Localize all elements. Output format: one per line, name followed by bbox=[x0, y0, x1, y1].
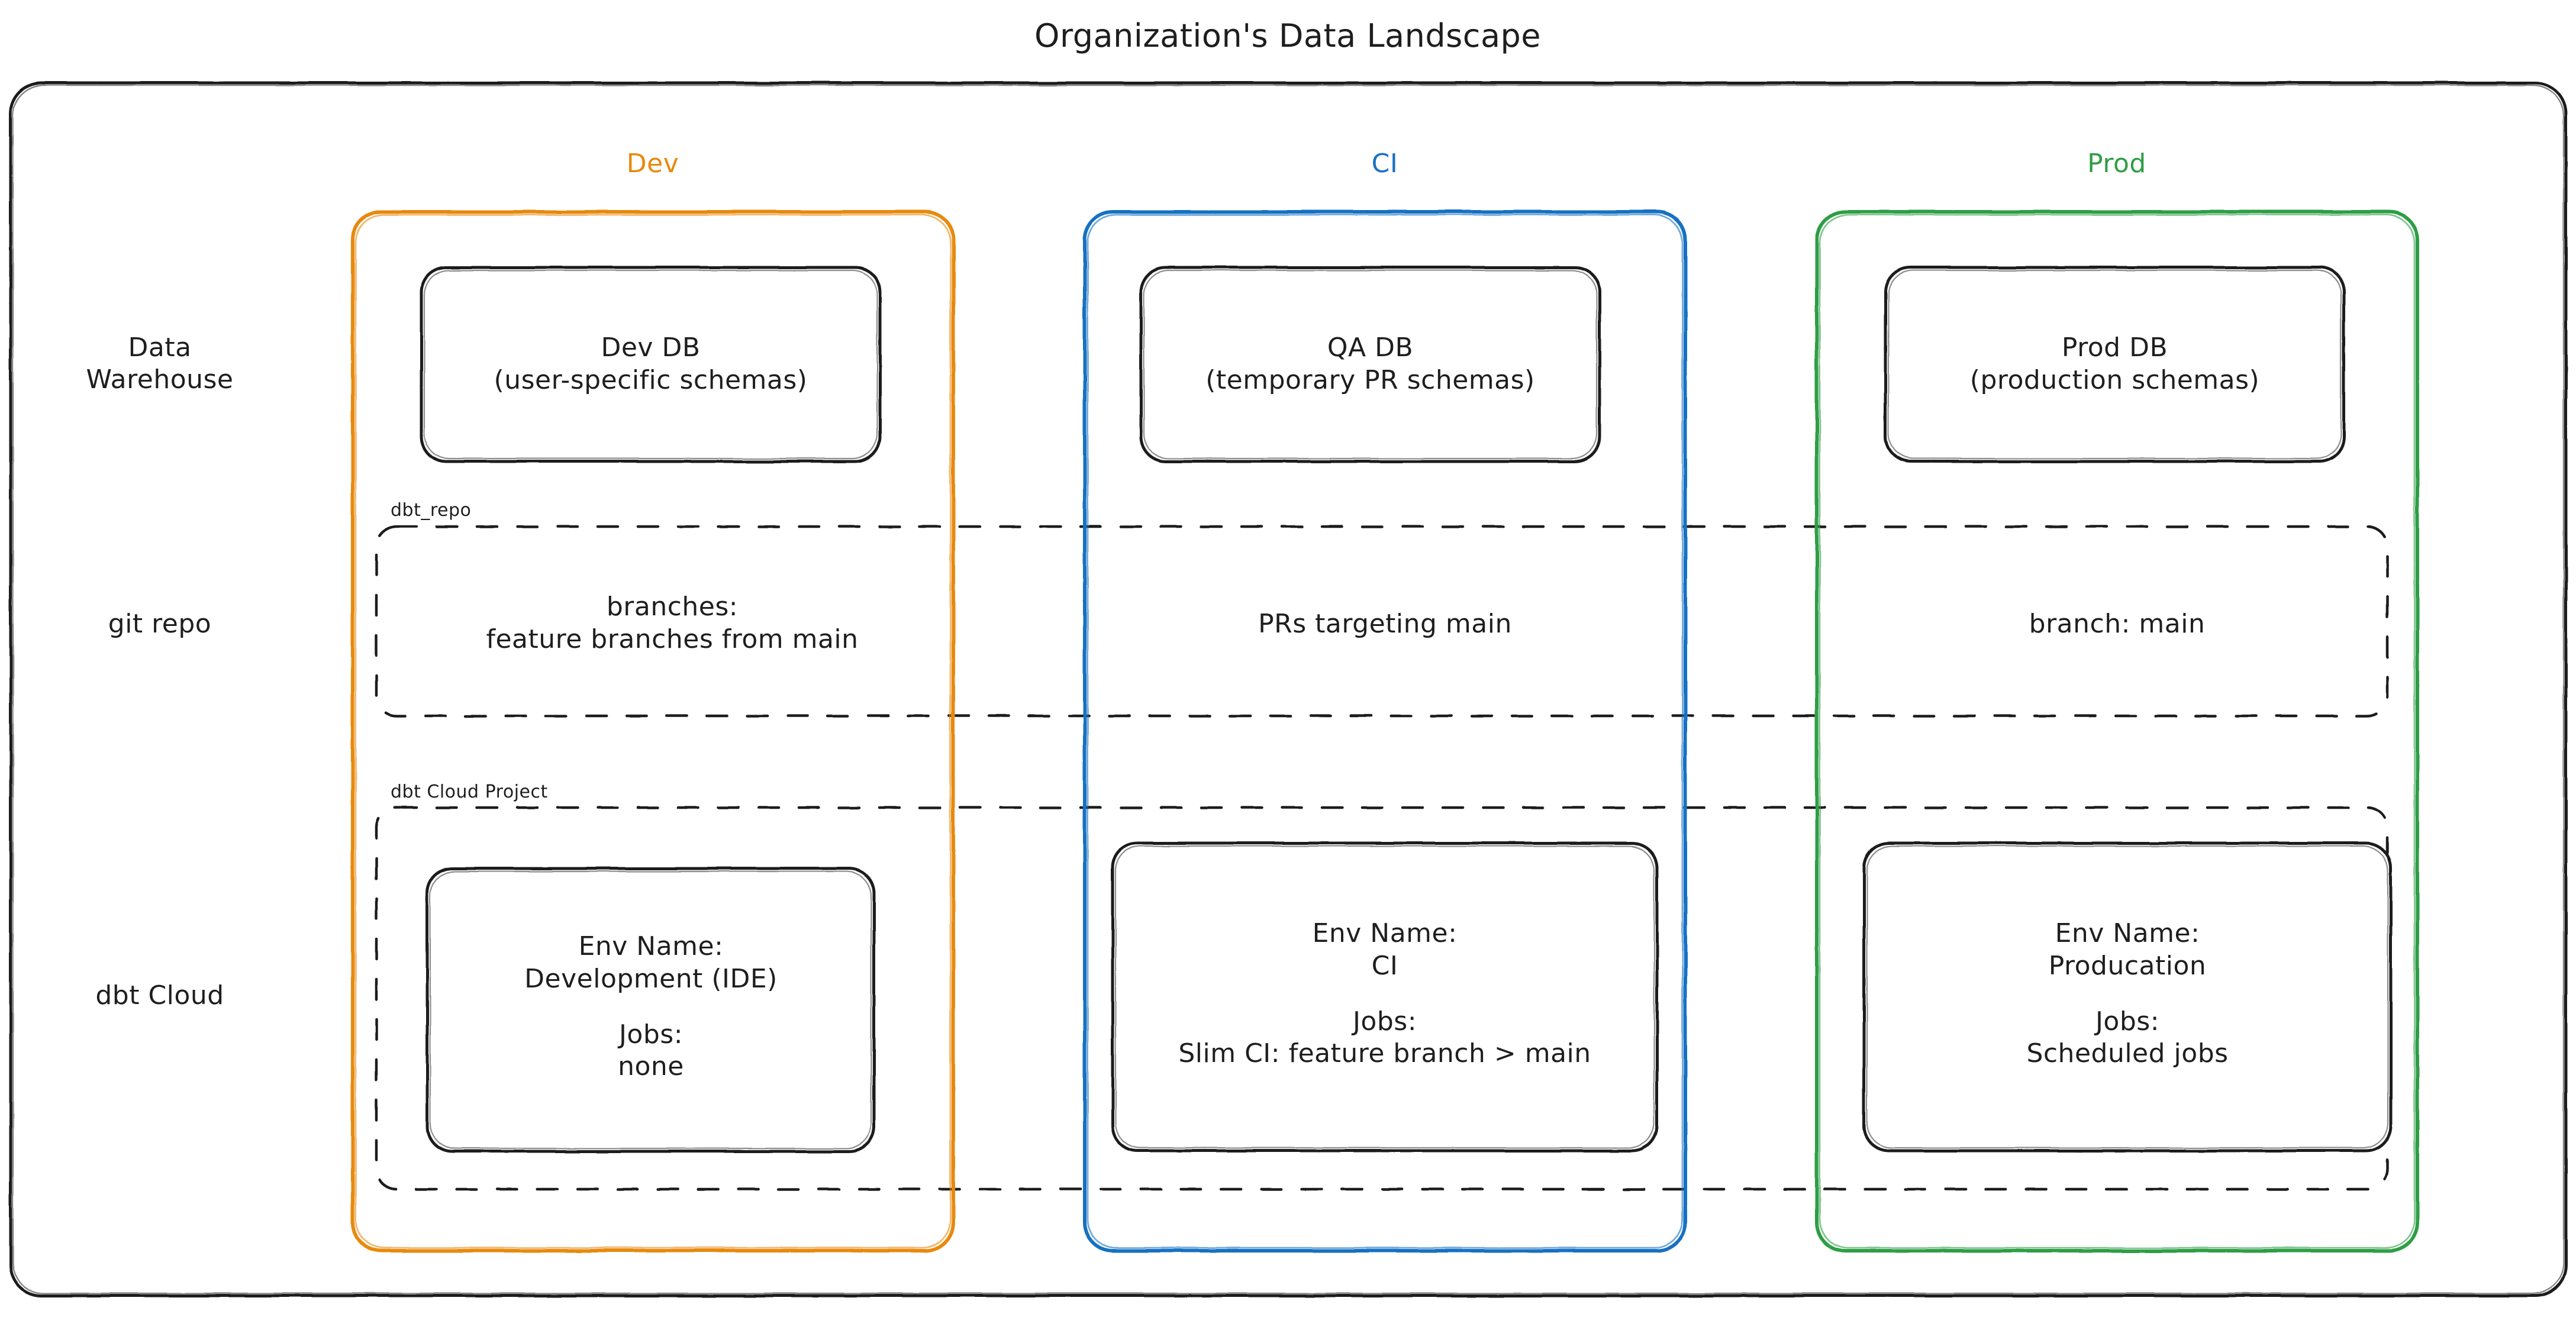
row-label-line1: Data bbox=[128, 333, 192, 363]
cell-line-3: Jobs: bbox=[1352, 1006, 1417, 1037]
cell-line-2: (temporary PR schemas) bbox=[1205, 365, 1535, 395]
column-frame-prod bbox=[1815, 210, 2419, 1253]
column-frame-dev bbox=[351, 210, 955, 1253]
cell-gitrepo-dev: branches: feature branches from main bbox=[376, 572, 968, 676]
box-outline-warehouse-prod bbox=[1884, 266, 2346, 463]
box-outline-dbtcloud-prod bbox=[1862, 841, 2393, 1153]
column-header-dev: Dev bbox=[626, 148, 679, 179]
cell-line-1: Env Name: bbox=[578, 931, 724, 962]
cell-line-2: (user-specific schemas) bbox=[494, 365, 808, 395]
cell-warehouse-ci: QA DB (temporary PR schemas) bbox=[1141, 312, 1600, 417]
group-label-dbt-repo: dbt_repo bbox=[391, 499, 472, 521]
cell-line-3: Jobs: bbox=[618, 1019, 684, 1050]
group-label-dbt-cloud-project: dbt Cloud Project bbox=[391, 781, 548, 802]
cell-line-2: Producation bbox=[2048, 950, 2207, 981]
box-outline-warehouse-ci bbox=[1139, 266, 1601, 463]
cell-line-2: CI bbox=[1371, 950, 1398, 981]
cell-warehouse-dev: Dev DB (user-specific schemas) bbox=[421, 312, 880, 417]
cell-line-4: Scheduled jobs bbox=[2026, 1038, 2229, 1069]
cell-dbtcloud-ci: Env Name: CI Jobs: Slim CI: feature bran… bbox=[1083, 870, 1687, 1118]
cell-dbtcloud-dev: Env Name: Development (IDE) Jobs: none bbox=[414, 883, 888, 1131]
cell-line-1: Env Name: bbox=[1312, 918, 1458, 949]
cell-line-2: feature branches from main bbox=[486, 624, 859, 654]
row-label-line2: Warehouse bbox=[86, 364, 234, 395]
cell-line-4: none bbox=[618, 1051, 684, 1082]
cell-line-1: Env Name: bbox=[2055, 918, 2200, 949]
cell-gitrepo-prod: branch: main bbox=[2029, 608, 2206, 639]
group-dbt-repo-outline bbox=[375, 525, 2389, 718]
column-frame-ci bbox=[1083, 210, 1687, 1253]
row-label-dbt-cloud: dbt Cloud bbox=[95, 980, 224, 1011]
cell-line-2: (production schemas) bbox=[1969, 365, 2260, 395]
row-label-data-warehouse: Data Warehouse bbox=[36, 322, 284, 405]
column-header-ci: CI bbox=[1371, 148, 1398, 179]
cell-warehouse-prod: Prod DB (production schemas) bbox=[1885, 312, 2344, 417]
box-outline-dbtcloud-ci bbox=[1111, 841, 1659, 1153]
cell-gitrepo-ci: PRs targeting main bbox=[1258, 608, 1512, 639]
outer-frame bbox=[9, 81, 2568, 1297]
column-header-prod: Prod bbox=[2087, 148, 2146, 179]
box-outline-warehouse-dev bbox=[420, 266, 882, 463]
row-label-git-repo: git repo bbox=[108, 609, 212, 640]
diagram-title: Organization's Data Landscape bbox=[1034, 17, 1542, 54]
box-outline-dbtcloud-dev bbox=[425, 867, 876, 1153]
cell-line-4: Slim CI: feature branch > main bbox=[1178, 1038, 1591, 1069]
cell-line-1: Prod DB bbox=[2061, 333, 2168, 363]
cell-line-1: branches: bbox=[606, 592, 739, 622]
cell-line-3: Jobs: bbox=[2095, 1006, 2160, 1037]
cell-line-1: QA DB bbox=[1327, 333, 1414, 363]
cell-dbtcloud-prod: Env Name: Producation Jobs: Scheduled jo… bbox=[1826, 870, 2429, 1118]
cell-line-2: Development (IDE) bbox=[524, 963, 778, 994]
cell-line-1: Dev DB bbox=[601, 333, 701, 363]
